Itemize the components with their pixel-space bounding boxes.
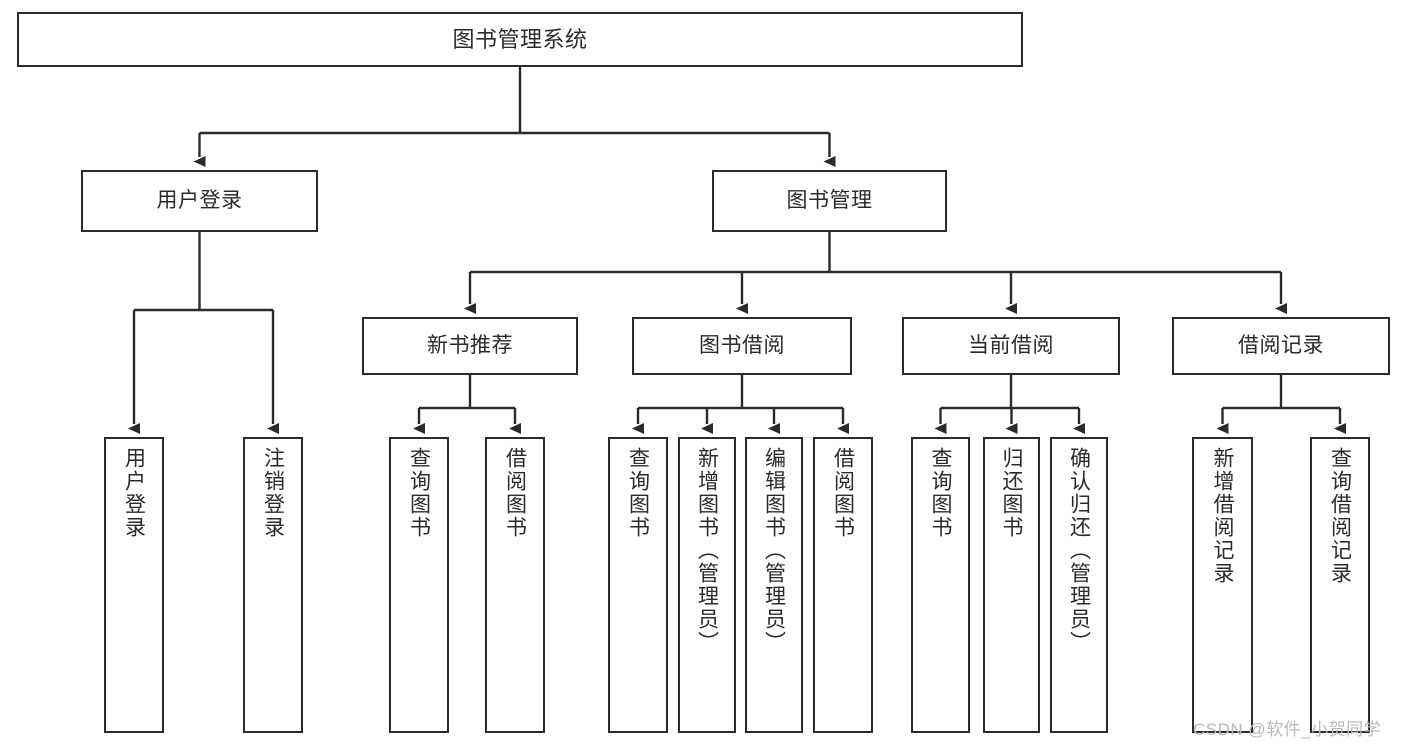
node-leaf-add-book[interactable]: 新增图书（管理员） [678,437,736,733]
node-leaf-logout[interactable]: 注销登录 [243,437,303,733]
node-label: 用户登录 [156,188,243,212]
node-label: 新增借阅记录 [1211,447,1234,585]
node-new-book-rec[interactable]: 新书推荐 [362,317,578,375]
node-borrow-record[interactable]: 借阅记录 [1172,317,1390,375]
node-book-manage[interactable]: 图书管理 [712,170,947,232]
node-leaf-borrow-book[interactable]: 借阅图书 [813,437,873,733]
node-label: 当前借阅 [968,333,1054,357]
node-current-borrow[interactable]: 当前借阅 [902,317,1120,375]
node-label: 借阅记录 [1238,333,1324,357]
node-label: 查询借阅记录 [1328,447,1352,585]
node-leaf-add-record[interactable]: 新增借阅记录 [1192,437,1253,733]
node-label: 查询图书 [626,447,650,539]
csdn-watermark: CSDN @软件_小贺同学 [1193,720,1382,739]
node-leaf-user-login[interactable]: 用户登录 [104,437,164,733]
node-leaf-query-record[interactable]: 查询借阅记录 [1310,437,1370,733]
node-label: 新书推荐 [427,333,513,357]
node-leaf-edit-book[interactable]: 编辑图书（管理员） [745,437,803,733]
node-leaf-borrow-book-rec[interactable]: 借阅图书 [485,437,545,733]
node-label: 借阅图书 [503,447,527,539]
node-label: 借阅图书 [831,447,855,539]
node-leaf-return-book[interactable]: 归还图书 [983,437,1040,733]
node-leaf-confirm-return[interactable]: 确认归还（管理员） [1050,437,1108,733]
node-label: 归还图书 [1000,447,1023,539]
node-label: 用户登录 [122,447,146,539]
node-label: 查询图书 [929,447,952,539]
node-label: 注销登录 [261,447,285,539]
node-user-login[interactable]: 用户登录 [81,170,318,232]
node-label: 图书管理系统 [452,26,588,52]
node-label: 编辑图书（管理员） [762,447,786,654]
node-book-borrow[interactable]: 图书借阅 [632,317,852,375]
node-label: 新增图书（管理员） [695,447,719,654]
node-root-root[interactable]: 图书管理系统 [17,12,1023,67]
node-label: 图书管理 [786,188,873,212]
node-leaf-query-book-cur[interactable]: 查询图书 [911,437,970,733]
node-label: 确认归还（管理员） [1067,447,1091,654]
node-leaf-query-book-rec[interactable]: 查询图书 [389,437,449,733]
node-leaf-query-book[interactable]: 查询图书 [608,437,668,733]
node-label: 图书借阅 [699,333,785,357]
node-label: 查询图书 [407,447,431,539]
